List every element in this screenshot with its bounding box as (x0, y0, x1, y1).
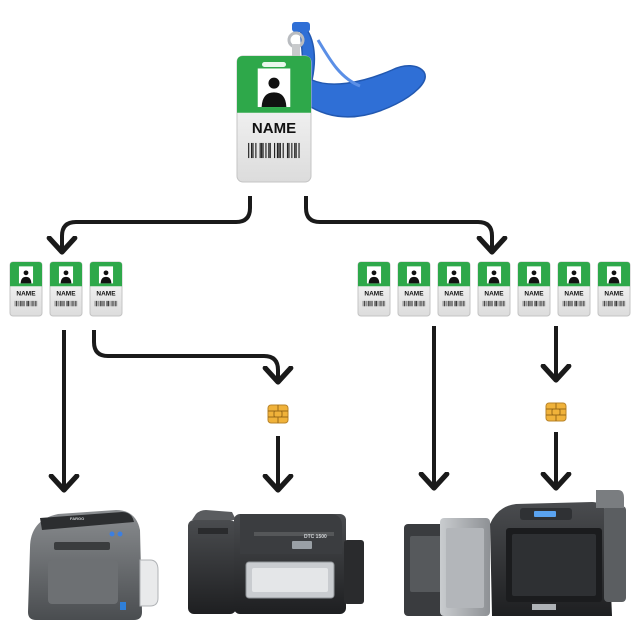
small-id-badge: NAME (9, 261, 43, 317)
barcode-icon (602, 300, 626, 307)
barcode-icon (442, 300, 466, 307)
smart-chip-icon (267, 404, 289, 424)
badge-name-label: NAME (564, 290, 584, 297)
person-icon (100, 270, 112, 284)
barcode-icon (402, 300, 426, 307)
barcode-icon (54, 300, 78, 307)
badge-name-label: NAME (56, 290, 76, 297)
small-id-badge: NAME (49, 261, 83, 317)
small-id-badge: NAME (517, 261, 551, 317)
small-id-badge: NAME (437, 261, 471, 317)
barcode-icon (248, 142, 300, 159)
barcode-icon (14, 300, 38, 307)
small-id-badge: NAME (557, 261, 591, 317)
small-id-badge: NAME (357, 261, 391, 317)
person-icon (261, 77, 287, 108)
badge-name-label: NAME (96, 290, 116, 297)
small-id-badge: NAME (89, 261, 123, 317)
badge-name-label: NAME (604, 290, 624, 297)
badge-name-label: NAME (444, 290, 464, 297)
barcode-icon (362, 300, 386, 307)
person-icon (448, 270, 460, 284)
badge-name-label: NAME (16, 290, 36, 297)
smart-chip-icon (545, 402, 567, 422)
badge-name-label: NAME (484, 290, 504, 297)
small-id-badge: NAME (477, 261, 511, 317)
card-printer-icon (404, 490, 626, 616)
badge-name-label: NAME (252, 120, 296, 137)
right-badge-group: NAME NAME NAME NAME NAME NAME NAME (357, 261, 631, 317)
badge-name-label: NAME (524, 290, 544, 297)
lanyard (287, 22, 426, 118)
person-icon (368, 270, 380, 284)
person-icon (608, 270, 620, 284)
badge-name-label: NAME (404, 290, 424, 297)
smart-chips (267, 402, 567, 424)
person-icon (408, 270, 420, 284)
card-printer-icon: FARGO (28, 510, 159, 620)
arrow-left-to-chip-1 (92, 330, 278, 382)
left-badge-group: NAME NAME NAME (9, 261, 123, 317)
person-icon (20, 270, 32, 284)
barcode-icon (562, 300, 586, 307)
badge-name-label: NAME (364, 290, 384, 297)
barcode-icon (522, 300, 546, 307)
main-id-badge: NAME (236, 55, 312, 183)
person-icon (568, 270, 580, 284)
person-icon (60, 270, 72, 284)
arrow-main-to-right-group (304, 196, 492, 252)
small-id-badge: NAME (397, 261, 431, 317)
arrow-main-to-left-group (62, 196, 252, 252)
main-badge-card: NAME (236, 55, 312, 183)
person-icon (488, 270, 500, 284)
barcode-icon (482, 300, 506, 307)
person-icon (528, 270, 540, 284)
card-printer-icon: DTC 1500 (188, 510, 364, 614)
svg-text:FARGO: FARGO (70, 516, 84, 521)
barcode-icon (94, 300, 118, 307)
small-id-badge: NAME (597, 261, 631, 317)
flow-arrows (62, 196, 556, 490)
svg-text:DTC 1500: DTC 1500 (304, 534, 327, 540)
